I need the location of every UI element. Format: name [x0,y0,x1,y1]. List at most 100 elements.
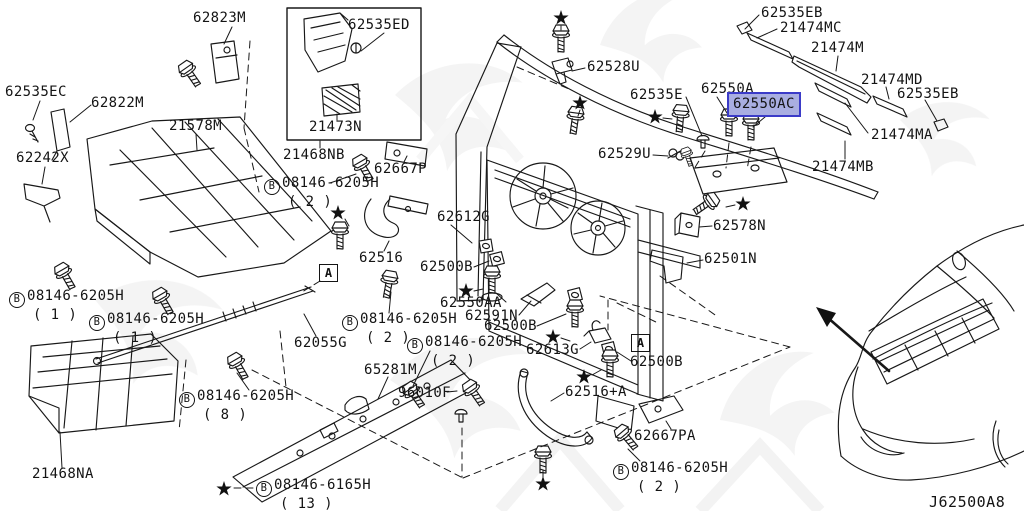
circled-B-icon: B [256,481,272,497]
part-label-62501N[interactable]: 62501N [704,252,757,267]
part-label-62550AA[interactable]: 62550AA [440,296,502,311]
star-marker-icon [535,476,551,491]
quantity-text: ( 13 ) [280,496,333,511]
part-label-21468NA[interactable]: 21468NA [32,467,94,482]
part-number-text: 08146-6205H [107,311,205,327]
part-number-text: 08146-6205H [360,311,458,327]
part-number-text: 21474M [811,40,864,56]
part-label-96010F[interactable]: 96010F [398,386,451,401]
part-label-21474MC[interactable]: 21474MC [780,21,842,36]
part-label-62550AC-highlighted[interactable]: 62550AC [727,92,801,117]
part-label-62613G[interactable]: 62613G [526,343,579,358]
part-label-62500B[interactable]: 62500B [420,260,473,275]
part-label-62500B[interactable]: 62500B [630,355,683,370]
part-number-text: 21474MC [780,20,842,36]
part-number-text: 08146-6205H [27,288,125,304]
part-label-21474M[interactable]: 21474M [811,41,864,56]
part-label-62535EC[interactable]: 62535EC [5,85,67,100]
part-label-21474MD[interactable]: 21474MD [861,73,923,88]
circled-B-icon: B [342,315,358,331]
part-label-62516[interactable]: 62516 [359,251,403,266]
part-label-65281M[interactable]: 65281M [364,363,417,378]
star-marker-icon [216,481,232,496]
circled-B-icon: B [89,315,105,331]
part-62516A-arm [517,368,594,447]
part-62822M-62535EC [24,108,71,161]
inset-box-21473N [286,7,422,141]
part-number-text: 62550AC [733,96,795,112]
part-62667P [384,141,428,167]
circled-B-icon: B [179,392,195,408]
part-label-62667P[interactable]: 62667P [374,162,427,177]
part-label-62822M[interactable]: 62822M [91,96,144,111]
part-number-text: 62591N [465,308,518,324]
part-62516-hook [363,195,429,238]
part-label-62612G[interactable]: 62612G [437,210,490,225]
quantity-text: ( 1 ) [33,307,78,323]
quantity-text: ( 8 ) [203,407,248,423]
part-62578N [674,212,701,238]
leader-lines [32,14,938,478]
part-number-text: 62242X [16,150,69,166]
star-marker-icon [735,196,751,211]
car-sketch [837,224,1024,481]
quantity-text: ( 2 ) [637,479,682,495]
part-label-62535EB[interactable]: 62535EB [761,6,823,21]
part-number-text: 21474MB [812,159,874,175]
star-marker-icon [576,369,592,384]
part-number-text: 62612G [437,209,490,225]
part-62528U [551,57,574,85]
part-label-62535ED[interactable]: 62535ED [348,18,410,33]
part-number-text: 96010F [398,385,451,401]
part-number-text: 62535ED [348,17,410,33]
part-radiator-core-support [455,34,879,433]
part-number-text: 62500B [484,318,537,334]
part-62613G [583,320,612,344]
part-number-text: 62500B [420,259,473,275]
part-label-21468NB[interactable]: 21468NB [283,148,345,163]
part-label-62591N[interactable]: 62591N [465,309,518,324]
part-label-62823M[interactable]: 62823M [193,11,246,26]
part-label-62667PA[interactable]: 62667PA [634,429,696,444]
part-number-text: 62055G [294,335,347,351]
parts-21474M-strips [736,21,949,136]
part-label-21474MB[interactable]: 21474MB [812,160,874,175]
part-label-62535E[interactable]: 62535E [630,88,683,103]
part-label-62500B[interactable]: 62500B [484,319,537,334]
part-62529U [667,145,698,169]
part-label-62528U[interactable]: 62528U [587,60,640,75]
part-label-21473N[interactable]: 21473N [309,120,362,135]
part-62055G [92,285,316,366]
part-number-text: 08146-6205H [631,460,729,476]
reference-arrow [816,307,891,373]
part-label-21578M[interactable]: 21578M [169,119,222,134]
part-label-62516+A[interactable]: 62516+A [565,385,627,400]
part-number-text: 62823M [193,10,246,26]
part-62823M [175,40,240,91]
part-62242X [23,183,61,223]
part-number-text: 65281M [364,362,417,378]
part-number-text: 62535E [630,87,683,103]
part-number-text: 08146-6205H [425,334,523,350]
part-label-62055G[interactable]: 62055G [294,336,347,351]
part-label-21474MA[interactable]: 21474MA [871,128,933,143]
part-number-text: 62667P [374,161,427,177]
part-label-62242X[interactable]: 62242X [16,151,69,166]
part-62501N [649,249,684,284]
part-label-62578N[interactable]: 62578N [713,219,766,234]
part-number-text: 62529U [598,146,651,162]
part-number-text: 21474MA [871,127,933,143]
part-label-62529U[interactable]: 62529U [598,147,651,162]
part-label-62535EB[interactable]: 62535EB [897,87,959,102]
part-21468NA [28,333,179,434]
